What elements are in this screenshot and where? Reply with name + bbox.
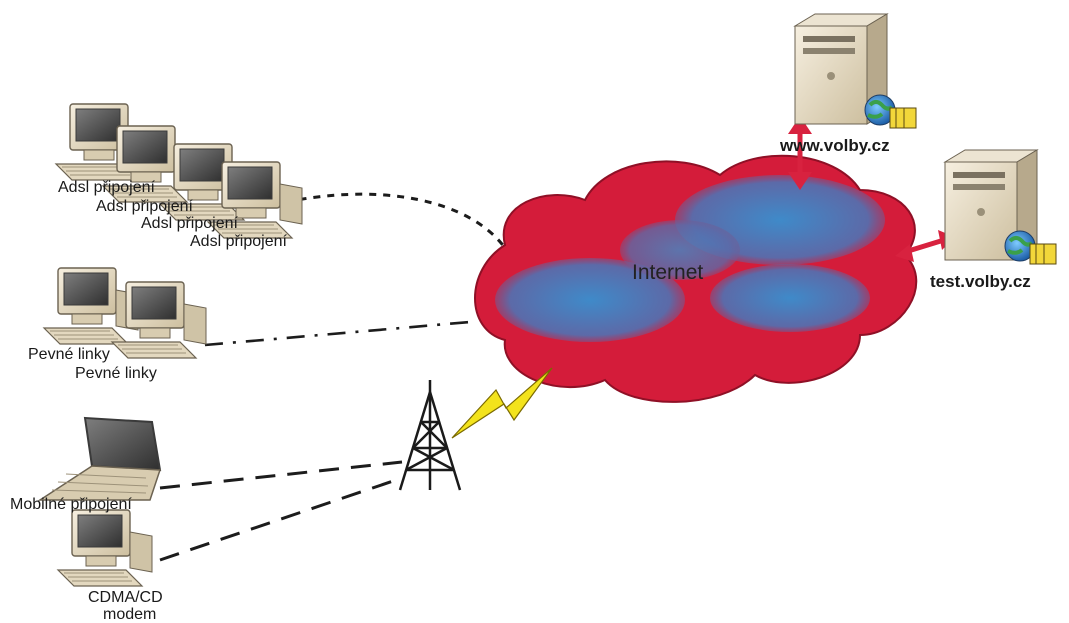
www-server-icon <box>795 14 916 128</box>
mobile-link-line <box>160 462 402 488</box>
cdma-link-line <box>160 478 402 560</box>
adsl-label-3: Adsl připojení <box>141 216 238 232</box>
fixed-label-1: Pevné linky <box>28 347 110 363</box>
adsl-link-line <box>272 194 505 248</box>
fixed-label-2: Pevné linky <box>75 366 157 382</box>
cdma-label-line1: CDMA/CD <box>88 590 163 606</box>
cdma-computer-icon <box>58 510 152 586</box>
www-server-label: www.volby.cz <box>780 137 890 154</box>
internet-label: Internet <box>632 262 703 283</box>
fixed-link-line <box>205 322 470 345</box>
adsl-label-2: Adsl připojení <box>96 199 193 215</box>
cloud-blue-patch-3 <box>710 264 870 332</box>
fixed-line-computers-icon <box>44 268 206 358</box>
test-server-icon <box>945 150 1056 264</box>
radio-tower-icon <box>400 380 460 490</box>
test-server-label: test.volby.cz <box>930 273 1031 290</box>
laptop-icon <box>40 418 160 500</box>
adsl-label-4: Adsl připojení <box>190 234 287 250</box>
adsl-label-1: Adsl připojení <box>58 180 155 196</box>
mobile-label: Mobilné připojení <box>10 497 132 513</box>
